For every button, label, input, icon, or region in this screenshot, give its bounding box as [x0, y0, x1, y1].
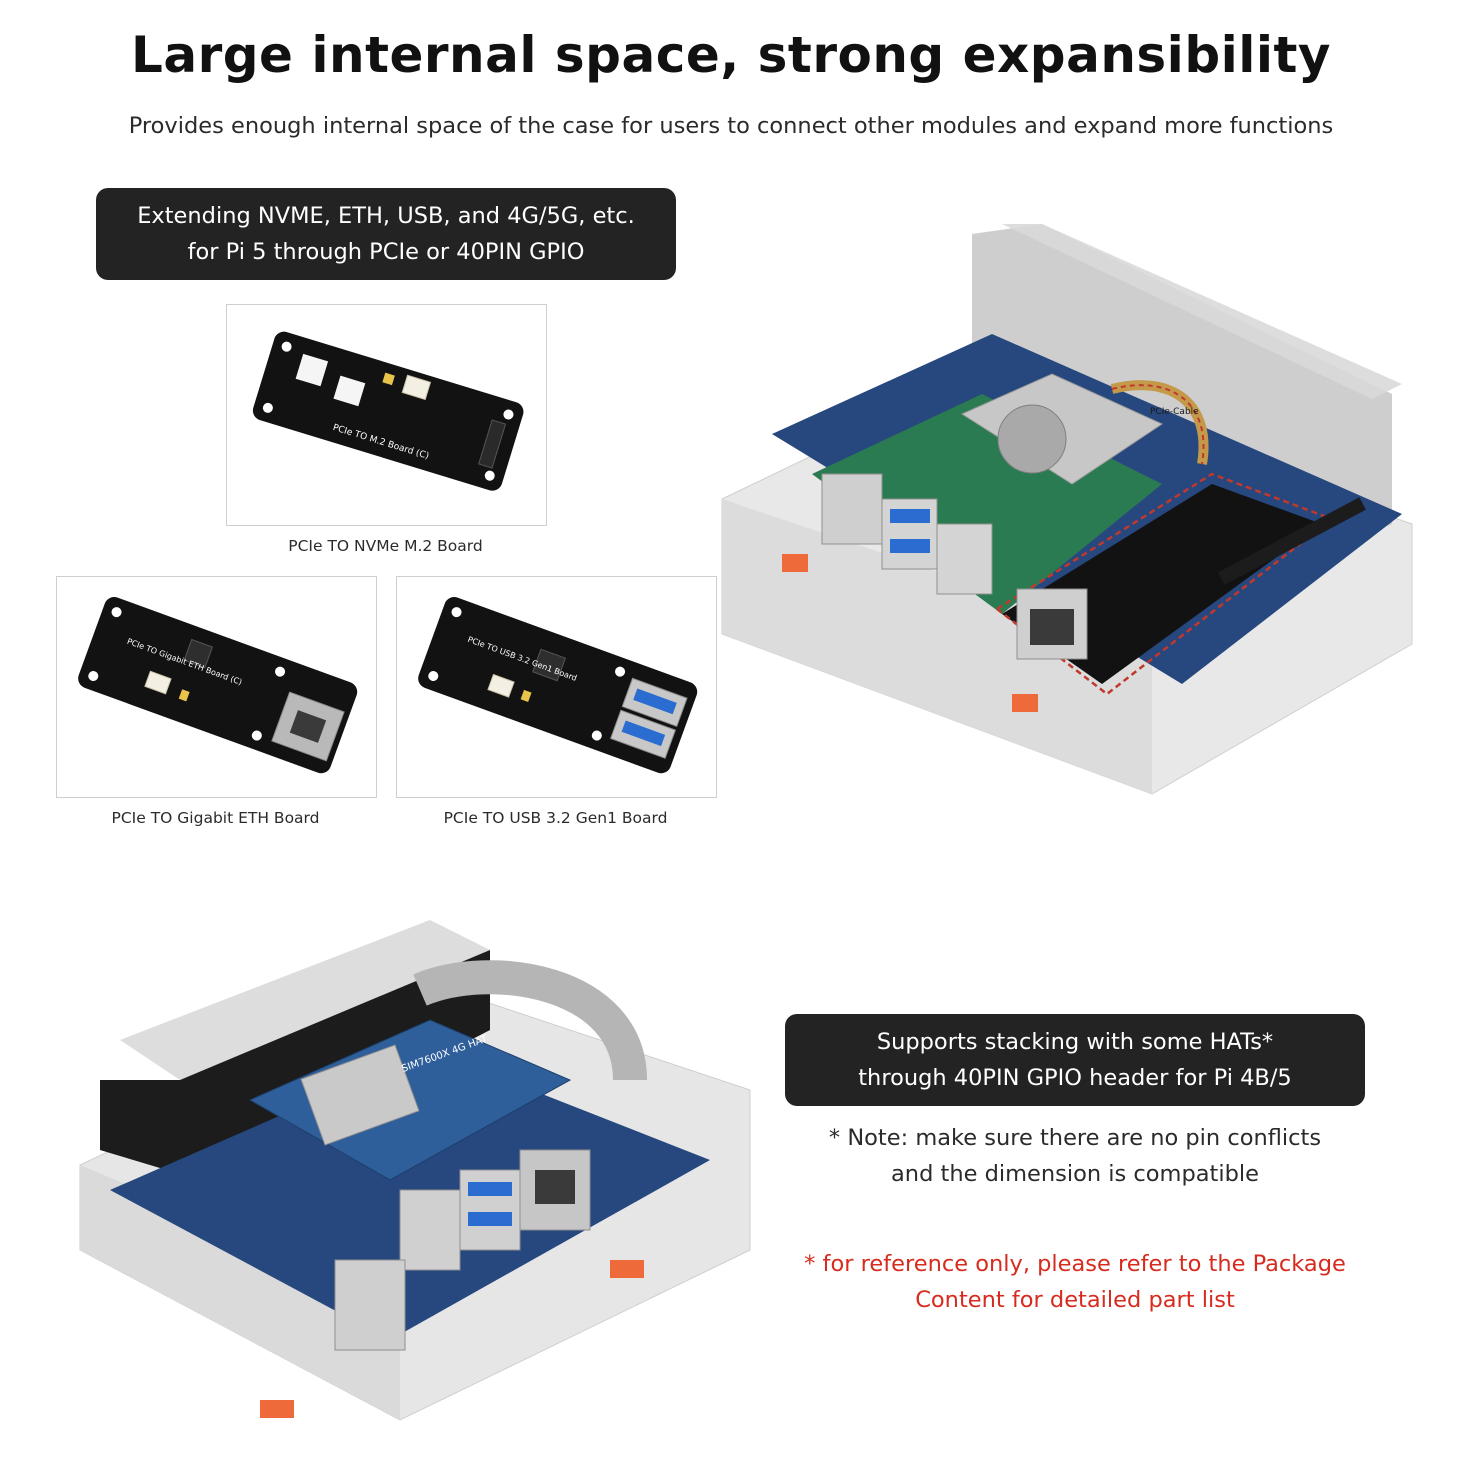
- disclaimer-line: Content for detailed part list: [915, 1287, 1235, 1313]
- callout-line: through 40PIN GPIO header for Pi 4B/5: [858, 1065, 1292, 1091]
- hat-stacking-callout: Supports stacking with some HATs* throug…: [785, 1014, 1365, 1106]
- pi5-eth-assembly-photo: PCIe-Cable: [712, 224, 1432, 804]
- pi-hat-stack-photo: SIM7600X 4G HAT: [70, 920, 760, 1440]
- note-line: * Note: make sure there are no pin confl…: [828, 1125, 1322, 1151]
- eth-board-photo: PCIe TO Gigabit ETH Board (C): [56, 576, 377, 798]
- callout-line: for Pi 5 through PCIe or 40PIN GPIO: [187, 239, 585, 265]
- usb-board-caption: PCIe TO USB 3.2 Gen1 Board: [443, 809, 668, 827]
- assembly-image: SIM7600X 4G HAT: [79, 920, 751, 1421]
- eth-board-caption: PCIe TO Gigabit ETH Board: [111, 809, 320, 827]
- usb-board-image: PCIe TO USB 3.2 Gen1 Board: [418, 597, 698, 774]
- page-subtitle: Provides enough internal space of the ca…: [128, 113, 1334, 139]
- reference-disclaimer: * for reference only, please refer to th…: [785, 1246, 1365, 1318]
- nvme-board-caption: PCIe TO NVMe M.2 Board: [288, 537, 483, 555]
- callout-line: Extending NVME, ETH, USB, and 4G/5G, etc…: [137, 203, 635, 229]
- disclaimer-line: * for reference only, please refer to th…: [804, 1251, 1346, 1277]
- compatibility-note: * Note: make sure there are no pin confl…: [785, 1120, 1365, 1192]
- nvme-board-image: PCIe TO M.2 Board (C): [252, 331, 524, 491]
- nvme-board-photo: PCIe TO M.2 Board (C): [226, 304, 547, 526]
- page-title: Large internal space, strong expansibili…: [130, 26, 1332, 84]
- usb-board-photo: PCIe TO USB 3.2 Gen1 Board: [396, 576, 717, 798]
- assembly-image: PCIe-Cable: [721, 224, 1413, 795]
- eth-board-image: PCIe TO Gigabit ETH Board (C): [78, 597, 358, 774]
- callout-line: Supports stacking with some HATs*: [876, 1029, 1274, 1055]
- note-line: and the dimension is compatible: [891, 1161, 1259, 1187]
- pcie-expansion-callout: Extending NVME, ETH, USB, and 4G/5G, etc…: [96, 188, 676, 280]
- cable-label: PCIe-Cable: [1150, 407, 1199, 417]
